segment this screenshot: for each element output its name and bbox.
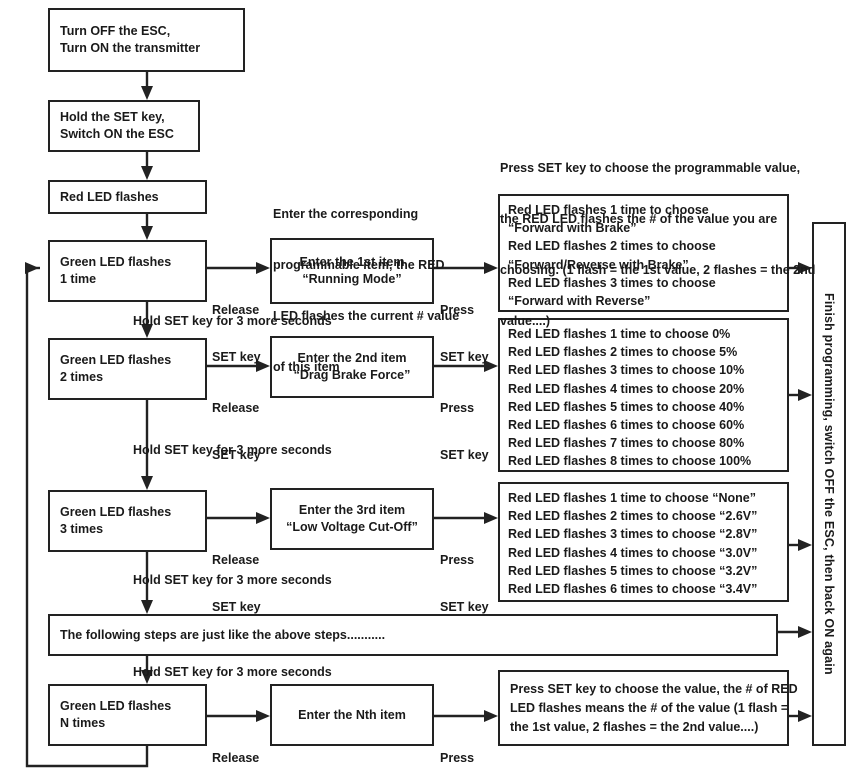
value-line: Red LED flashes 4 times to choose “3.0V” [508,545,758,560]
box-green-led-3-line-2: 3 times [60,522,104,536]
edge-label-line: Release [212,751,260,765]
value-line: Red LED flashes 8 times to choose 100% [508,454,752,469]
box-values-running-mode: Red LED flashes 1 time to choose “Forwar… [498,194,789,312]
box-hold-set-line-2: Switch ON the ESC [60,127,174,141]
edge-label-hold-3s-3: Hold SET key for 3 more seconds [133,573,332,587]
edge-label-line: Release [212,303,260,317]
note-enter-item-line-2: programmable item, the RED [273,258,445,272]
box-green-led-3-line-1: Green LED flashes [60,505,172,519]
value-line: Red LED flashes 5 times to choose “3.2V” [508,563,758,578]
box-red-led-flashes: Red LED flashes [48,180,207,214]
value-line: Red LED flashes 2 times to choose 5% [508,345,738,360]
edge-label-line: SET key [440,349,489,364]
value-line: Press SET key to choose the value, the #… [510,681,798,696]
note-press-set-values-line-4: value....) [500,314,551,328]
box-enter-item-1-line-2: “Running Mode” [302,272,402,286]
box-green-led-2-line-2: 2 times [60,370,104,384]
edge-label-line: Press [440,401,475,415]
value-line: Red LED flashes 6 times to choose “3.4V” [508,582,758,597]
box-green-led-2-line-1: Green LED flashes [60,353,172,367]
box-start-line-1: Turn OFF the ESC, [60,24,171,38]
value-line: Red LED flashes 7 times to choose 80% [508,436,745,451]
edge-label-hold-3s-4: Hold SET key for 3 more seconds [133,665,332,679]
box-red-led-flashes-label: Red LED flashes [60,189,159,204]
edge-label-press-set-2: Press SET key [440,370,489,494]
note-press-set-values-line-3: choosing. (1 flash = the 1st value, 2 fl… [500,263,816,277]
value-line: Red LED flashes 2 times to choose “2.6V” [508,509,758,524]
box-green-led-2-times: Green LED flashes 2 times [48,338,207,400]
edge-label-line: SET key [440,599,489,614]
edge-label-line: SET key [212,599,261,614]
value-line: the 1st value, 2 flashes = the 2nd value… [510,719,759,734]
box-green-led-n-line-1: Green LED flashes [60,699,172,713]
edge-label-press-set-n: Press SET key [440,720,489,774]
edge-label-line: SET key [212,447,261,462]
box-green-led-1-line-1: Green LED flashes [60,255,172,269]
edge-label-hold-3s-1: Hold SET key for 3 more seconds [133,314,332,328]
value-line: Red LED flashes 1 time to choose “None” [508,491,756,505]
value-line: Red LED flashes 4 times to choose 20% [508,381,745,396]
box-hold-set: Hold the SET key, Switch ON the ESC [48,100,200,152]
box-enter-item-3: Enter the 3rd item “Low Voltage Cut-Off” [270,488,434,550]
box-enter-item-3-line-2: “Low Voltage Cut-Off” [286,520,418,534]
box-enter-item-n: Enter the Nth item [270,684,434,746]
edge-label-line: Release [212,553,260,567]
edge-label-release-set-3: Release SET key [212,522,261,646]
box-values-nth-item: Press SET key to choose the value, the #… [498,670,798,746]
edge-label-line: Release [212,401,260,415]
value-line: “Forward/Reverse with Brake” [508,257,689,272]
edge-label-press-set-3: Press SET key [440,522,489,646]
box-enter-item-2-line-1: Enter the 2nd item [297,351,407,365]
box-green-led-3-times: Green LED flashes 3 times [48,490,207,552]
value-line: Red LED flashes 5 times to choose 40% [508,399,745,414]
edge-label-line: Press [440,303,475,317]
edge-label-line: Press [440,553,475,567]
box-start-line-2: Turn ON the transmitter [60,41,201,55]
value-line: Red LED flashes 3 times to choose [508,275,716,290]
box-start: Turn OFF the ESC, Turn ON the transmitte… [48,8,245,72]
note-press-set-values-line-2: the RED LED flashes the # of the value y… [500,212,778,226]
box-enter-item-2-line-2: “Drag Brake Force” [293,368,411,382]
value-line: Red LED flashes 3 times to choose 10% [508,363,745,378]
edge-label-line: SET key [212,349,261,364]
box-green-led-1-line-2: 1 time [60,272,97,286]
value-line: Red LED flashes 1 time to choose 0% [508,327,731,341]
box-green-led-n-line-2: N times [60,716,106,730]
value-line: LED flashes means the # of the value (1 … [510,700,789,715]
box-values-low-voltage-cutoff: Red LED flashes 1 time to choose “None” … [498,482,789,602]
box-green-led-n-times: Green LED flashes N times [48,684,207,746]
box-enter-item-2: Enter the 2nd item “Drag Brake Force” [270,336,434,398]
box-green-led-1-time: Green LED flashes 1 time [48,240,207,302]
box-enter-item-3-line-1: Enter the 3rd item [298,503,406,517]
edge-label-hold-3s-2: Hold SET key for 3 more seconds [133,443,332,457]
box-hold-set-line-1: Hold the SET key, [60,110,165,124]
value-line: “Forward with Brake” [508,221,637,236]
box-enter-item-n-label: Enter the Nth item [298,707,406,722]
edge-label-release-set-1: Release SET key [212,272,261,396]
box-finish-programming-label: Finish programming, switch OFF the ESC, … [822,293,836,675]
edge-label-release-set-2: Release SET key [212,370,261,494]
edge-label-line: Press [440,751,475,765]
value-line: Red LED flashes 3 times to choose “2.8V” [508,527,758,542]
edge-label-press-set-1: Press SET key [440,272,489,396]
value-line: “Forward with Reverse” [508,294,651,309]
box-enter-item-1-line-1: Enter the 1st item [299,255,405,269]
value-line: Red LED flashes 1 time to choose [508,203,709,217]
box-values-drag-brake-force: Red LED flashes 1 time to choose 0% Red … [498,318,789,472]
value-line: Red LED flashes 2 times to choose [508,239,716,254]
note-press-set-values-line-1: Press SET key to choose the programmable… [500,161,801,175]
note-enter-item-line-3: LED flashes the current # value [273,309,460,323]
box-following-steps: The following steps are just like the ab… [48,614,778,656]
box-enter-item-1: Enter the 1st item “Running Mode” [270,238,434,304]
note-enter-item: Enter the corresponding programmable ite… [273,172,459,410]
note-enter-item-line-1: Enter the corresponding [273,207,419,221]
edge-label-line: SET key [440,447,489,462]
box-following-steps-label: The following steps are just like the ab… [60,627,386,642]
edge-label-release-set-n: Release SET key [212,720,261,774]
value-line: Red LED flashes 6 times to choose 60% [508,418,745,433]
note-enter-item-line-4: of this item [273,360,340,374]
note-press-set-values: Press SET key to choose the programmable… [500,126,815,364]
box-finish-programming: Finish programming, switch OFF the ESC, … [812,222,846,746]
